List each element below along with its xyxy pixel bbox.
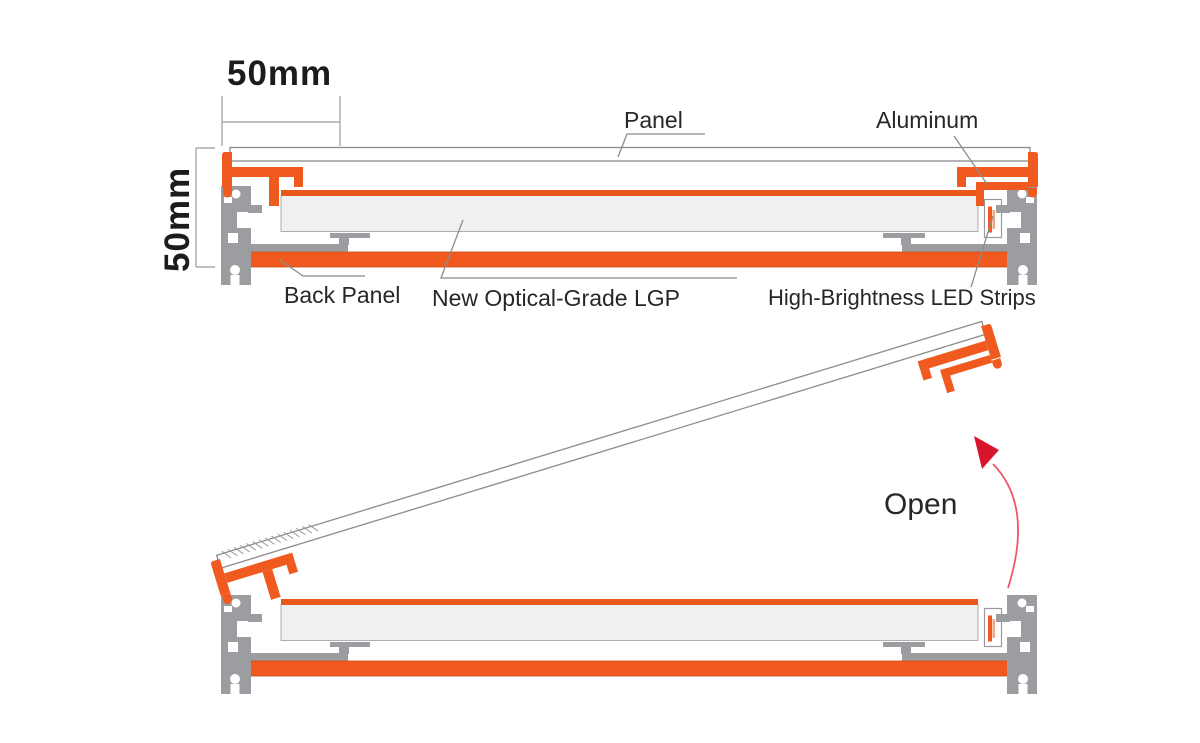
- snap-frame-left-open: [211, 552, 299, 605]
- lgp-leader-line: [440, 219, 737, 279]
- width-dimension: [221, 96, 341, 146]
- aluminum-label: Aluminum: [876, 107, 979, 133]
- arrowhead: [974, 436, 999, 469]
- snap-frame-right-open: [917, 324, 1002, 394]
- opened-panel-assembly: [211, 320, 1002, 605]
- width-dimension-label: 50mm: [227, 54, 333, 93]
- panel-leader-line: [617, 133, 705, 158]
- opened-front-panel: [215, 320, 987, 570]
- panel-hatch: [221, 524, 319, 559]
- front-panel: [229, 146, 1031, 162]
- open-view: [211, 320, 1038, 695]
- closed-view-cross-section: [195, 96, 1038, 288]
- led-strips-leader-line: [970, 215, 994, 288]
- lgp-label: New Optical-Grade LGP: [432, 285, 680, 311]
- frame-base-profile-open: [220, 594, 1038, 695]
- open-direction-arrow: [974, 436, 1019, 589]
- height-dimension-label: 50mm: [158, 166, 197, 272]
- frame-base-profile: [220, 185, 1038, 286]
- panel-label: Panel: [624, 107, 683, 133]
- led-strips-label: High-Brightness LED Strips: [768, 285, 1036, 310]
- back-panel-label: Back Panel: [284, 282, 401, 308]
- aluminum-leader-line: [953, 135, 988, 185]
- snap-frame-right: [957, 152, 1038, 206]
- back-panel-leader-line: [279, 259, 365, 277]
- height-dimension: [195, 147, 215, 268]
- snap-frame-left: [222, 152, 303, 206]
- open-label: Open: [884, 488, 958, 521]
